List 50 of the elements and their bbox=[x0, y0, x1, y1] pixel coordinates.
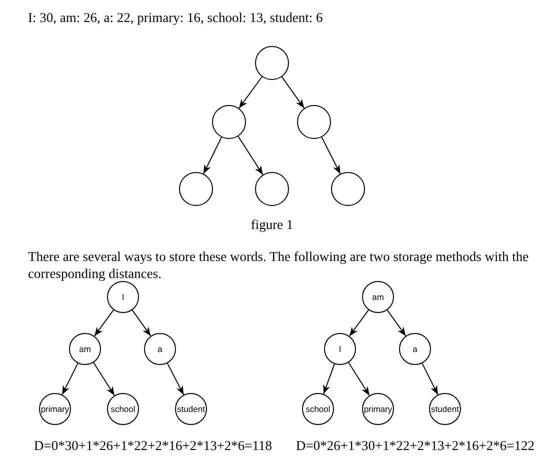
node-label: a bbox=[412, 344, 418, 354]
arrow bbox=[203, 136, 222, 174]
paragraph: There are several ways to store these words. The following are two storage methods with the corresponding distances. bbox=[28, 248, 530, 282]
node-label: school bbox=[110, 404, 136, 414]
arrow bbox=[281, 76, 305, 109]
node-label: school bbox=[306, 404, 330, 414]
node-label: primary bbox=[40, 404, 70, 414]
node-label: am bbox=[372, 292, 384, 302]
node-label: I bbox=[338, 344, 342, 354]
node-label: a bbox=[158, 344, 162, 354]
tree-node-circle bbox=[297, 105, 331, 139]
tree-node-circle bbox=[331, 172, 365, 206]
arrow bbox=[94, 309, 114, 337]
distance-formula: D=0*26+1*30+1*22+2*13+2*16+2*6=122 bbox=[296, 437, 535, 454]
tree-node-circle bbox=[39, 393, 71, 425]
tree-node-circle bbox=[212, 105, 246, 139]
tree-node-circle bbox=[179, 172, 213, 206]
arrow bbox=[132, 310, 152, 336]
arrow bbox=[166, 362, 184, 396]
tree-node-circle bbox=[107, 393, 139, 425]
arrow bbox=[238, 136, 264, 176]
arrow bbox=[422, 362, 438, 396]
node-label: I bbox=[122, 292, 124, 302]
arrow bbox=[348, 362, 370, 396]
tree-node-circle bbox=[324, 333, 356, 365]
tree-node-circle bbox=[144, 333, 176, 365]
tree-node-circle bbox=[255, 172, 289, 206]
arrow bbox=[348, 309, 370, 337]
figure-caption: figure 1 bbox=[250, 216, 294, 233]
word-frequency-text: I: 30, am: 26, a: 22, primary: 16, school: 13, student: 6 bbox=[28, 9, 323, 26]
node-label: student bbox=[431, 404, 459, 414]
node-label: am bbox=[79, 344, 91, 354]
node-label: student bbox=[177, 404, 205, 414]
tree-node-circle bbox=[429, 393, 461, 425]
tree-node-circle bbox=[399, 333, 431, 365]
arrow bbox=[323, 364, 335, 394]
arrow bbox=[62, 362, 78, 396]
tree-node-circle bbox=[362, 281, 394, 313]
arrow bbox=[238, 76, 262, 109]
arrow bbox=[321, 136, 341, 174]
arrow bbox=[93, 362, 115, 396]
node-label: primary bbox=[364, 404, 392, 414]
tree-node-circle bbox=[255, 46, 289, 80]
arrow bbox=[386, 310, 406, 336]
tree-node-circle bbox=[302, 393, 334, 425]
distance-formula: D=0*30+1*26+1*22+2*16+2*13+2*6=118 bbox=[34, 437, 272, 454]
tree-node-circle bbox=[362, 393, 394, 425]
tree-node-circle bbox=[69, 333, 101, 365]
tree-node-circle bbox=[107, 281, 139, 313]
tree-node-circle bbox=[175, 393, 207, 425]
